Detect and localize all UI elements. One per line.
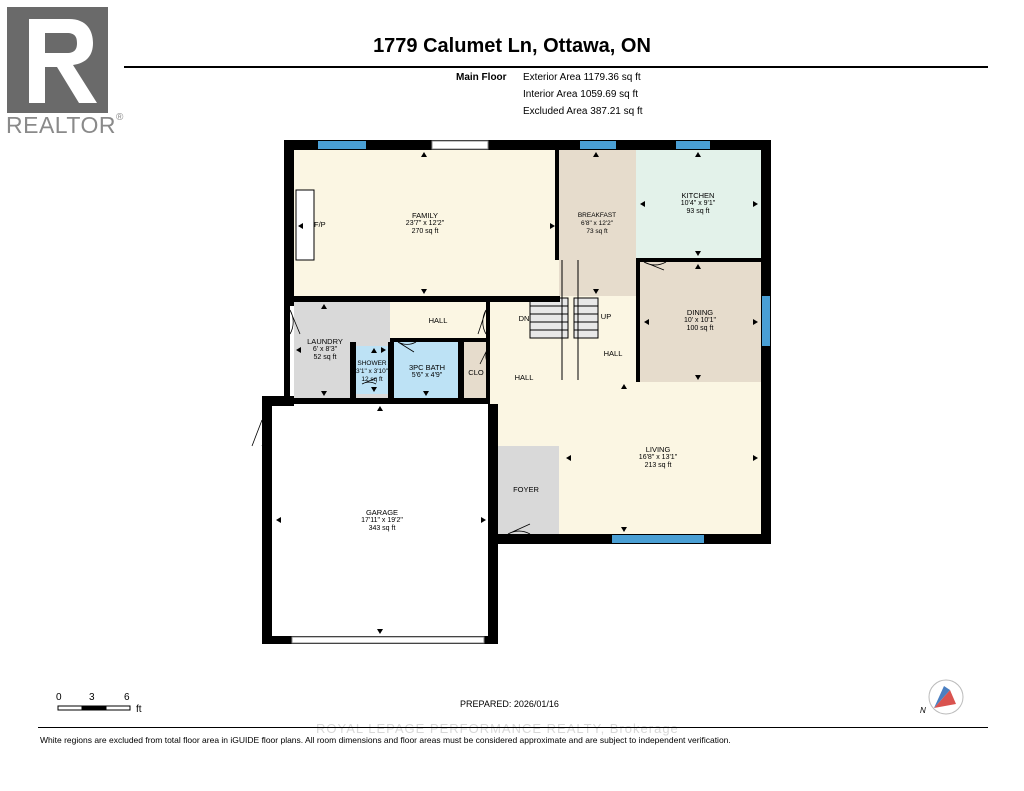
room-label-foyer: FOYER	[513, 485, 539, 494]
page-title: 1779 Calumet Ln, Ottawa, ON	[373, 35, 651, 57]
realtor-r-mark	[7, 7, 108, 113]
bath-fill	[394, 342, 458, 398]
dining-room-fill	[640, 262, 761, 382]
compass-icon	[928, 679, 964, 715]
footer-divider	[38, 727, 988, 728]
scale-label-6: 6	[124, 692, 130, 703]
foyer-fill	[490, 446, 559, 534]
room-label-closet: CLO	[468, 368, 484, 377]
stairs	[529, 260, 599, 380]
stair-label-down: DN	[518, 314, 530, 323]
room-label-garage: GARAGE 17'11" x 19'2" 343 sq ft	[361, 508, 403, 533]
hall-top-fill	[390, 302, 490, 338]
family-room-fill	[294, 150, 559, 296]
fireplace	[295, 189, 315, 261]
realtor-logo	[7, 7, 108, 113]
compass-north-label: N	[920, 706, 926, 715]
scale-label-3: 3	[89, 692, 95, 703]
shower-fill	[356, 346, 388, 394]
room-label-living: LIVING 16'8" x 13'1" 213 sq ft	[638, 445, 678, 470]
floor-label: Main Floor	[456, 72, 507, 83]
room-label-shower: SHOWER 3'1" x 3'10" 12 sq ft	[355, 360, 389, 383]
prepared-date: PREPARED: 2026/01/16	[460, 699, 559, 709]
dimension-ticks	[276, 152, 758, 634]
room-label-fireplace: F/P	[314, 220, 326, 229]
room-label-laundry: LAUNDRY 6' x 8'3" 52 sq ft	[307, 337, 343, 362]
family-slider-window	[431, 140, 489, 150]
garage-fill	[272, 404, 490, 636]
garage-door	[291, 636, 485, 644]
clo-fill	[464, 342, 488, 398]
scale-bar	[57, 705, 131, 711]
hall-right-fill	[559, 296, 640, 382]
realtor-wordmark: REALTOR®	[6, 112, 124, 138]
excluded-area: Excluded Area 387.21 sq ft	[523, 106, 643, 117]
footer-disclaimer: White regions are excluded from total fl…	[40, 735, 731, 745]
kitchen-room-fill	[636, 150, 761, 258]
scale-unit: ft	[136, 704, 142, 715]
brokerage-watermark: ROYAL LEPAGE PERFORMANCE REALTY, Brokera…	[316, 721, 679, 736]
scale-label-0: 0	[56, 692, 62, 703]
breakfast-room-fill	[559, 150, 636, 296]
exterior-area: Exterior Area 1179.36 sq ft	[523, 72, 641, 83]
living-room-fill	[559, 382, 761, 534]
room-label-breakfast: BREAKFAST 6'8" x 12'2" 73 sq ft	[577, 212, 617, 235]
room-label-dining: DINING 10' x 10'1" 100 sq ft	[683, 308, 716, 333]
room-label-hall-mid: HALL	[514, 373, 534, 382]
room-label-hall-right: HALL	[603, 349, 623, 358]
room-label-hall-top: HALL	[428, 316, 448, 325]
room-label-family: FAMILY 23'7" x 12'2" 270 sq ft	[405, 211, 445, 236]
room-label-bath: 3PC BATH 5'6" x 4'9"	[408, 363, 446, 380]
stair-label-up: UP	[600, 312, 612, 321]
windows	[318, 141, 770, 543]
room-label-kitchen: KITCHEN 10'4" x 9'1" 93 sq ft	[680, 191, 716, 216]
door-swings	[251, 261, 667, 535]
title-divider	[124, 66, 988, 68]
interior-area: Interior Area 1059.69 sq ft	[523, 89, 639, 100]
